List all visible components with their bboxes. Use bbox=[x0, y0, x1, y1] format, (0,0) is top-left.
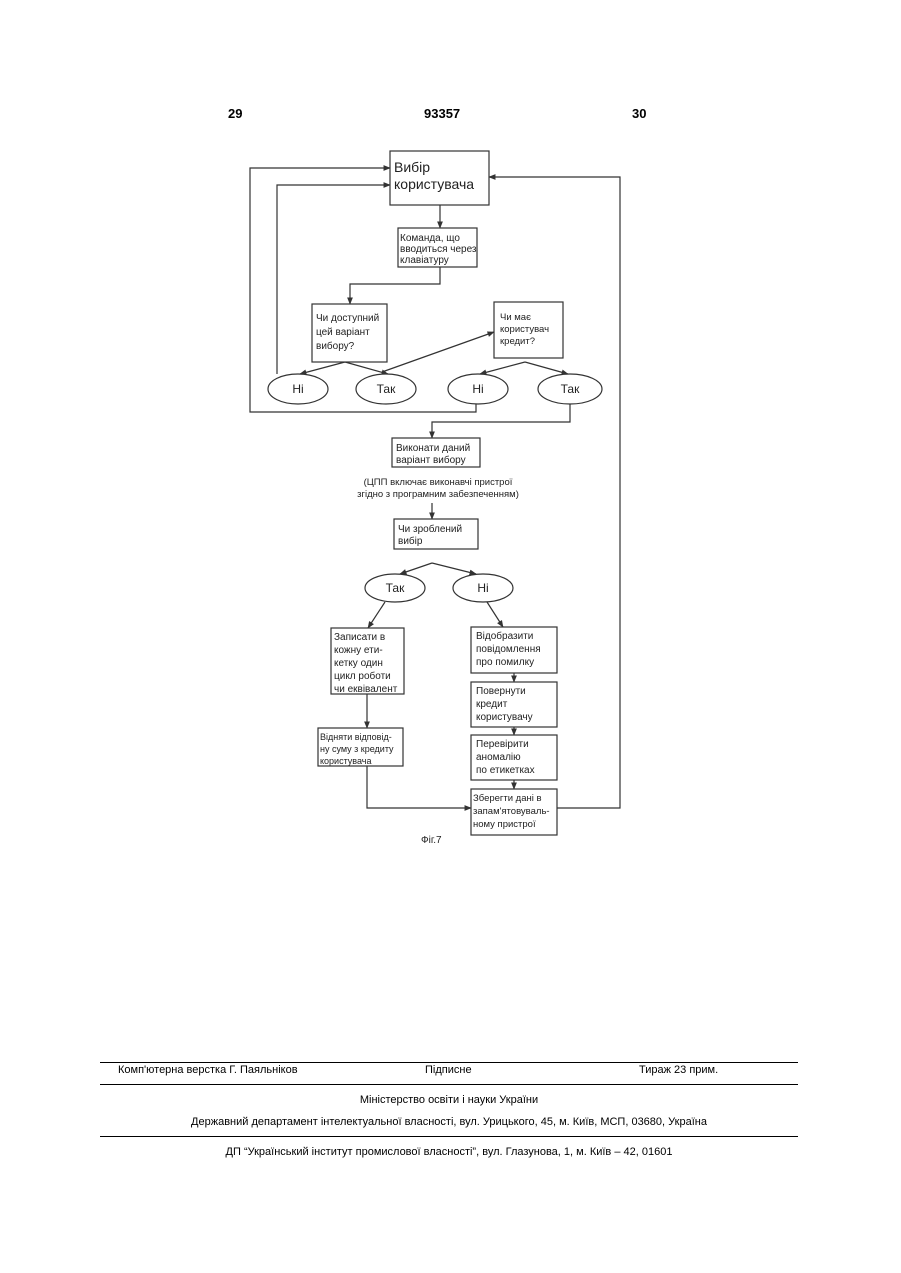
node-label-no3: Ні bbox=[477, 581, 488, 595]
arrow-yes-credit bbox=[382, 332, 494, 372]
footer-rule-bottom bbox=[100, 1136, 798, 1137]
node-label-execute: Виконати данийваріант вибору bbox=[396, 443, 470, 466]
node-label-yes3: Так bbox=[386, 581, 405, 595]
flowchart: ВибіркористувачаКоманда, щовводиться чер… bbox=[0, 0, 901, 900]
node-label-no1: Ні bbox=[292, 382, 303, 396]
arrow-yes-write bbox=[368, 602, 385, 628]
arrow-subtract-save bbox=[367, 766, 471, 808]
footer-institute: ДП “Український інститут промислової вла… bbox=[100, 1146, 798, 1158]
arrow-available-no bbox=[300, 362, 345, 374]
footer-signed: Підписне bbox=[425, 1064, 472, 1076]
arrow-credit-no bbox=[480, 362, 525, 374]
footer-rule-middle bbox=[100, 1084, 798, 1085]
node-label-error: Відобразитиповідомленняпро помилку bbox=[476, 630, 541, 668]
arrow-command-available bbox=[350, 267, 440, 304]
footer-typesetter: Комп'ютерна верстка Г. Паяльніков bbox=[118, 1064, 298, 1076]
arrow-credit-yes-execute bbox=[432, 404, 570, 438]
arrow-available-yes bbox=[345, 362, 388, 374]
arrow-no-error bbox=[487, 602, 503, 627]
node-label-yes2: Так bbox=[561, 382, 580, 396]
arrow-made-yes bbox=[400, 563, 432, 574]
footer-rule-top bbox=[100, 1062, 798, 1063]
footer-department: Державний департамент інтелектуальної вл… bbox=[100, 1116, 798, 1128]
node-label-yes1: Так bbox=[377, 382, 396, 396]
node-label-cpu-note: (ЦПП включає виконавчі пристроїзгідно з … bbox=[357, 477, 519, 500]
figure-label: Фіг.7 bbox=[421, 835, 442, 846]
footer-circulation: Тираж 23 прим. bbox=[639, 1064, 718, 1076]
node-label-no2: Ні bbox=[472, 382, 483, 396]
arrow-made-no bbox=[432, 563, 476, 574]
footer-ministry: Міністерство освіти і науки України bbox=[100, 1094, 798, 1106]
arrow-credit-yes bbox=[525, 362, 568, 374]
